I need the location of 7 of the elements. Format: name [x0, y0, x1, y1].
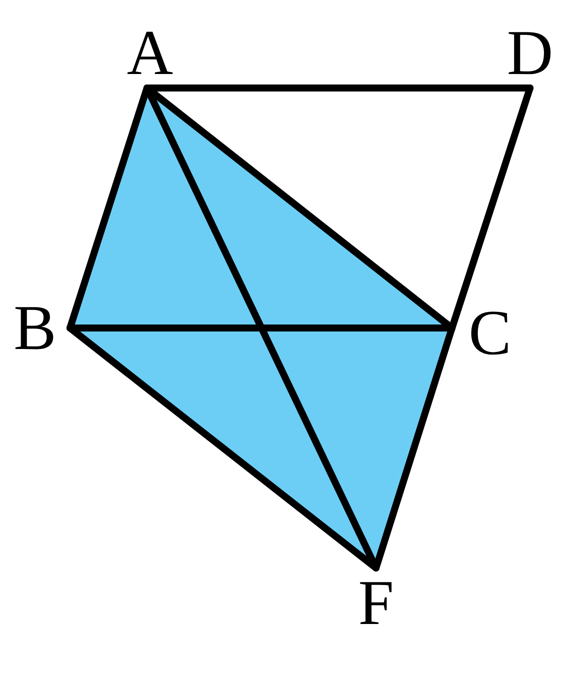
line-segment [66, 324, 380, 572]
vertex-label: C [468, 301, 512, 365]
vertex-label: A [126, 21, 174, 85]
vertex-label: B [14, 296, 56, 360]
vertex-label: F [358, 571, 394, 635]
vertex-label: D [506, 21, 554, 85]
line-segment [66, 324, 456, 332]
